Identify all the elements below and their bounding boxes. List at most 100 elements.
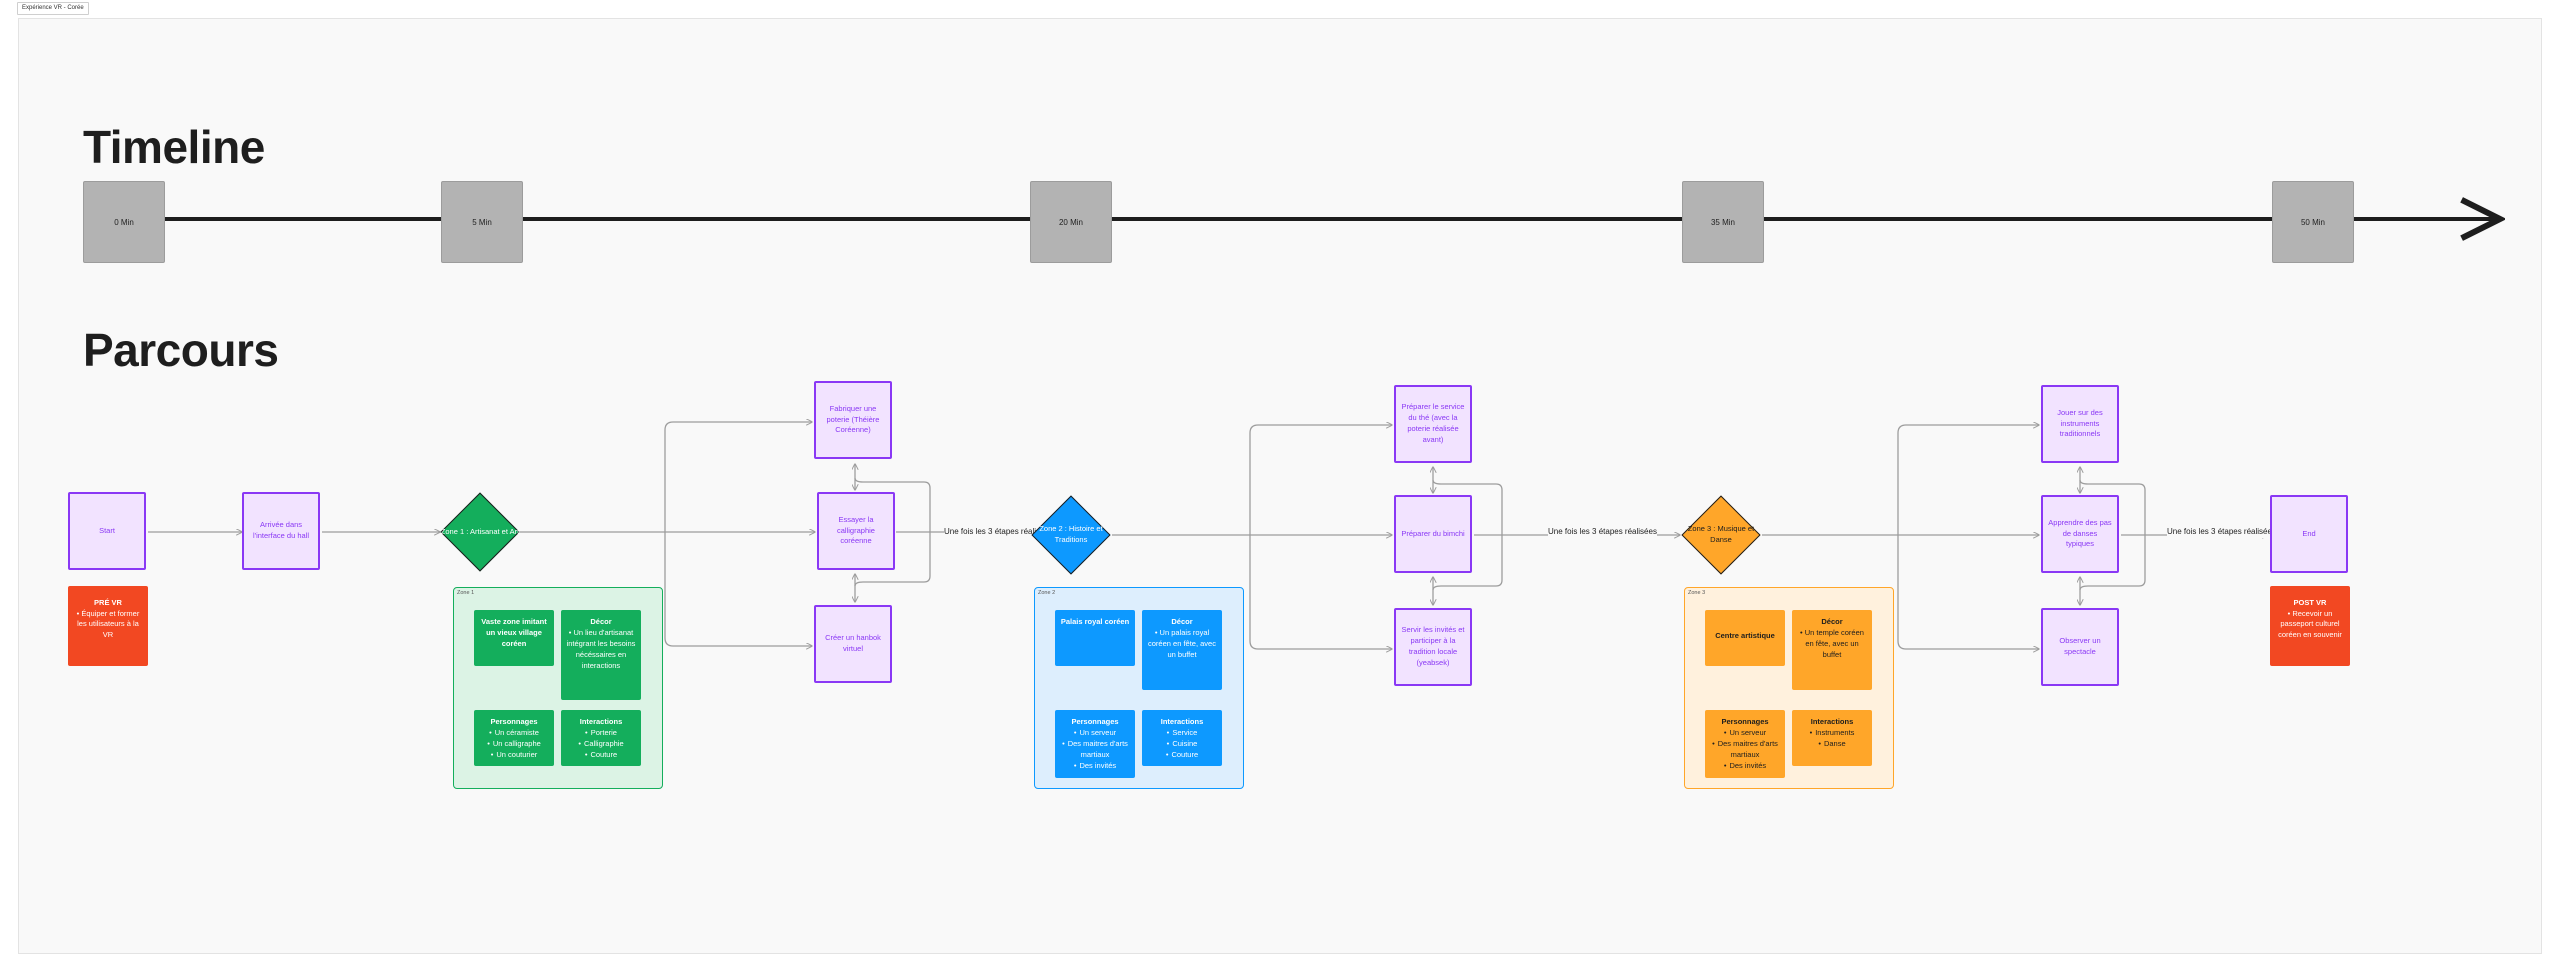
zone2-decor-card[interactable]: Décor • Un palais royal coréen en fête, … xyxy=(1142,610,1222,690)
end-label: End xyxy=(2302,528,2316,538)
zone3-activity-show[interactable]: Observer un spectacle xyxy=(2041,608,2119,686)
zone1-panel[interactable]: Zone 1 Vaste zone imitant un vieux villa… xyxy=(453,587,663,789)
time-marker-1[interactable]: 5 Min xyxy=(441,181,523,263)
zone2-decision-node[interactable]: Zone 2 : Histoire et Traditions xyxy=(1031,495,1111,575)
zone1-interactions-title: Interactions xyxy=(579,717,623,726)
zone3-diamond-label: Zone 3 : Musique et Danse xyxy=(1687,524,1755,544)
zone2-people-card[interactable]: Personnages Un serveur Des maitres d'art… xyxy=(1055,710,1135,778)
start-node[interactable]: Start xyxy=(68,492,146,570)
zone2-activity-serve[interactable]: Servir les invités et participer à la tr… xyxy=(1394,608,1472,686)
zone2-people-list: Un serveur Des maitres d'arts martiaux D… xyxy=(1059,728,1131,772)
zone3-activity-label: Observer un spectacle xyxy=(2059,636,2101,656)
zone1-decor-card[interactable]: Décor • Un lieu d'artisanat intégrant le… xyxy=(561,610,641,700)
list-item: Calligraphie xyxy=(565,739,637,750)
zone3-people-list: Un serveur Des maitres d'arts martiaux D… xyxy=(1709,728,1781,772)
zone1-people-card[interactable]: Personnages Un céramiste Un calligraphe … xyxy=(474,710,554,766)
zone2-interactions-list: Service Cuisine Couture xyxy=(1146,728,1218,761)
zone1-step-done-label: Une fois les 3 étapes réalisées xyxy=(944,527,1053,538)
zone3-interactions-card[interactable]: Interactions Instruments Danse xyxy=(1792,710,1872,766)
arrival-node[interactable]: Arrivée dans l'interface du hall xyxy=(242,492,320,570)
zone1-activity-label: Fabriquer une poterie (Théière Coréenne) xyxy=(826,403,880,435)
end-node[interactable]: End xyxy=(2270,495,2348,573)
list-item: Des maitres d'arts martiaux xyxy=(1059,739,1131,761)
list-item: Couture xyxy=(1146,750,1218,761)
zone3-decision-node[interactable]: Zone 3 : Musique et Danse xyxy=(1681,495,1761,575)
zone1-activity-label: Essayer la calligraphie coréenne xyxy=(837,514,875,546)
list-item: Couture xyxy=(565,750,637,761)
zone3-interactions-list: Instruments Danse xyxy=(1796,728,1868,750)
zone3-venue-card[interactable]: Centre artistique xyxy=(1705,610,1785,666)
list-item: Un céramiste xyxy=(478,728,550,739)
pre-vr-note[interactable]: PRÉ VR • Équiper et former les utilisate… xyxy=(68,586,148,666)
zone3-panel-label: Zone 3 xyxy=(1688,590,1706,596)
zone2-interactions-card[interactable]: Interactions Service Cuisine Couture xyxy=(1142,710,1222,766)
list-item: Des maitres d'arts martiaux xyxy=(1709,739,1781,761)
list-item: Un calligraphe xyxy=(478,739,550,750)
zone1-activity-calligraphy[interactable]: Essayer la calligraphie coréenne xyxy=(817,492,895,570)
zone3-activity-label: Apprendre des pas de danses typiques xyxy=(2048,517,2112,549)
list-item: Un serveur xyxy=(1059,728,1131,739)
zone2-interactions-title: Interactions xyxy=(1160,717,1204,726)
start-label: Start xyxy=(99,525,115,535)
zone2-panel[interactable]: Zone 2 Palais royal coréen Décor • Un pa… xyxy=(1034,587,1244,789)
zone2-diamond-label: Zone 2 : Histoire et Traditions xyxy=(1039,524,1103,544)
list-item: Des invités xyxy=(1059,761,1131,772)
time-marker-3[interactable]: 35 Min xyxy=(1682,181,1764,263)
list-item: Porterie xyxy=(565,728,637,739)
list-item: Service xyxy=(1146,728,1218,739)
zone3-decor-card[interactable]: Décor • Un temple coréen en fête, avec u… xyxy=(1792,610,1872,690)
post-vr-title: POST VR xyxy=(2293,598,2327,607)
zone2-activity-kimchi[interactable]: Préparer du bimchi xyxy=(1394,495,1472,573)
zone2-activity-label: Servir les invités et participer à la tr… xyxy=(1401,625,1465,667)
zone1-diamond-label: Zone 1 : Artisanat et Art xyxy=(440,526,520,536)
zone3-activity-dance[interactable]: Apprendre des pas de danses typiques xyxy=(2041,495,2119,573)
zone3-panel[interactable]: Zone 3 Centre artistique Décor • Un temp… xyxy=(1684,587,1894,789)
list-item: Instruments xyxy=(1796,728,1868,739)
frame-title-tab[interactable]: Expérience VR - Corée xyxy=(17,2,89,15)
zone2-decor-title: Décor xyxy=(1171,617,1193,626)
zone3-activity-instruments[interactable]: Jouer sur des instruments traditionnels xyxy=(2041,385,2119,463)
zone1-decision-node[interactable]: Zone 1 : Artisanat et Art xyxy=(440,492,520,572)
list-item: Un couturier xyxy=(478,750,550,761)
zone1-interactions-card[interactable]: Interactions Porterie Calligraphie Coutu… xyxy=(561,710,641,766)
zone1-decor-title: Décor xyxy=(590,617,612,626)
zone1-activity-label: Créer un hanbok virtuel xyxy=(825,633,881,653)
zone1-activity-hanbok[interactable]: Créer un hanbok virtuel xyxy=(814,605,892,683)
zone2-activity-tea[interactable]: Préparer le service du thé (avec la pote… xyxy=(1394,385,1472,463)
list-item: Danse xyxy=(1796,739,1868,750)
zone2-activity-label: Préparer du bimchi xyxy=(1401,528,1465,538)
zone3-people-card[interactable]: Personnages Un serveur Des maitres d'art… xyxy=(1705,710,1785,778)
zone2-venue-card[interactable]: Palais royal coréen xyxy=(1055,610,1135,666)
zone3-people-title: Personnages xyxy=(1721,717,1769,726)
zone1-venue-text: Vaste zone imitant un vieux village coré… xyxy=(481,617,547,648)
zone3-branches xyxy=(1762,425,2268,649)
pre-vr-item: • Équiper et former les utilisateurs à l… xyxy=(76,608,140,639)
zone1-people-list: Un céramiste Un calligraphe Un couturier xyxy=(478,728,550,761)
zone3-activity-label: Jouer sur des instruments traditionnels xyxy=(2057,407,2103,439)
zone1-decor-text: • Un lieu d'artisanat intégrant les beso… xyxy=(566,627,636,670)
post-vr-note[interactable]: POST VR • Recevoir un passeport culturel… xyxy=(2270,586,2350,666)
list-item: Cuisine xyxy=(1146,739,1218,750)
arrival-label: Arrivée dans l'interface du hall xyxy=(252,520,310,540)
list-item: Un serveur xyxy=(1709,728,1781,739)
zone1-people-title: Personnages xyxy=(490,717,538,726)
zone2-decor-text: • Un palais royal coréen en fête, avec u… xyxy=(1148,627,1216,659)
zone3-decor-text: • Un temple coréen en fête, avec un buff… xyxy=(1800,627,1864,659)
zone2-venue-text: Palais royal coréen xyxy=(1060,617,1130,626)
zone1-activity-pottery[interactable]: Fabriquer une poterie (Théière Coréenne) xyxy=(814,381,892,459)
time-marker-4[interactable]: 50 Min xyxy=(2272,181,2354,263)
zone2-panel-label: Zone 2 xyxy=(1038,590,1056,596)
time-marker-0[interactable]: 0 Min xyxy=(83,181,165,263)
zone3-decor-title: Décor xyxy=(1821,617,1843,626)
zone2-step-done-label: Une fois les 3 étapes réalisées xyxy=(1548,527,1657,538)
pre-vr-title: PRÉ VR xyxy=(94,598,122,607)
zone1-interactions-list: Porterie Calligraphie Couture xyxy=(565,728,637,761)
timeline-title: Timeline xyxy=(83,121,265,173)
parcours-title: Parcours xyxy=(83,324,279,376)
time-marker-2[interactable]: 20 Min xyxy=(1030,181,1112,263)
zone2-activity-label: Préparer le service du thé (avec la pote… xyxy=(1401,402,1465,444)
zone3-step-done-label: Une fois les 3 étapes réalisées xyxy=(2167,527,2276,538)
zone1-venue-card[interactable]: Vaste zone imitant un vieux village coré… xyxy=(474,610,554,666)
zone2-people-title: Personnages xyxy=(1071,717,1119,726)
